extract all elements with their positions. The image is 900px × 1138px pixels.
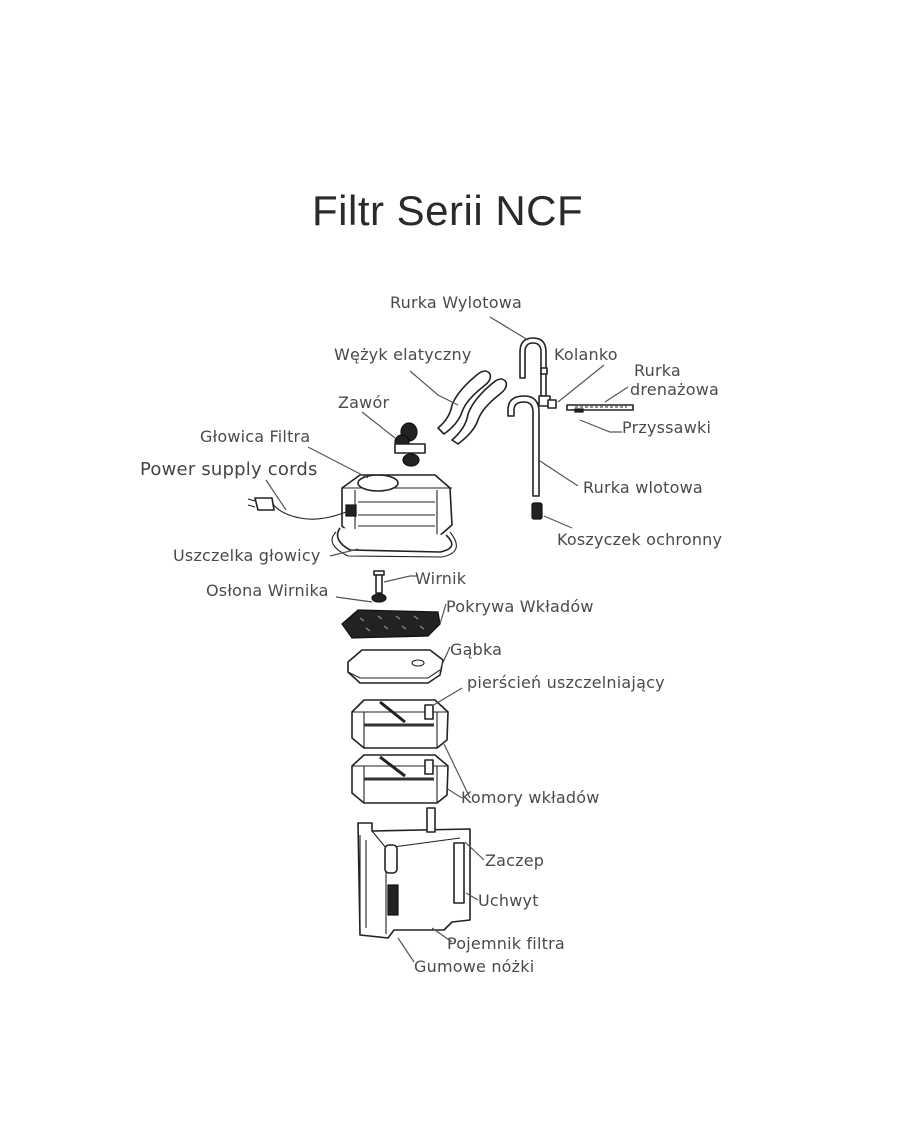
flexible-hoses: [437, 370, 508, 445]
label-drain-pipe-line2: drenażowa: [630, 380, 720, 399]
inlet-pipe: [507, 395, 540, 497]
label-handle: Uchwyt: [478, 891, 539, 910]
canister: [357, 807, 471, 939]
drain-pipe: [566, 404, 634, 413]
label-media-trays: Komory wkładów: [461, 788, 600, 807]
sponge: [347, 649, 444, 684]
label-sealing-ring: pierścień uszczelniający: [467, 673, 665, 692]
label-media-cover: Pokrywa Wkładów: [446, 597, 594, 616]
media-cover: [341, 609, 441, 639]
valve: [394, 422, 426, 467]
label-valve: Zawór: [338, 393, 390, 412]
label-filter-head: Głowica Filtra: [200, 427, 311, 446]
label-canister: Pojemnik filtra: [447, 934, 565, 953]
label-suction-cups: Przyssawki: [622, 418, 712, 437]
filter-head: [341, 474, 453, 539]
head-gasket: [331, 527, 457, 558]
media-tray-upper: [351, 699, 449, 749]
label-elbow: Kolanko: [554, 345, 618, 364]
label-sponge: Gąbka: [450, 640, 503, 659]
label-flexible-hose: Wężyk elatyczny: [334, 345, 472, 364]
outlet-pipe: [519, 337, 548, 397]
diagram-title: Filtr Serii NCF: [312, 187, 584, 234]
label-impeller: Wirnik: [415, 569, 467, 588]
label-strainer: Koszyczek ochronny: [557, 530, 723, 549]
label-head-gasket: Uszczelka głowicy: [173, 546, 321, 565]
label-power-supply-cords: Power supply cords: [140, 459, 318, 480]
power-cord: [247, 497, 347, 520]
label-drain-pipe-line1: Rurka: [634, 361, 681, 380]
label-inlet-pipe: Rurka wlotowa: [583, 478, 703, 497]
media-tray-lower: [351, 754, 449, 804]
label-rubber-feet: Gumowe nóżki: [414, 957, 535, 976]
label-impeller-cover: Osłona Wirnika: [206, 581, 329, 600]
label-latch: Zaczep: [485, 851, 545, 870]
impeller: [371, 570, 387, 603]
leader-lines: [265, 316, 629, 963]
label-outlet-pipe: Rurka Wylotowa: [390, 293, 522, 312]
strainer: [531, 502, 543, 520]
elbow: [538, 395, 557, 409]
